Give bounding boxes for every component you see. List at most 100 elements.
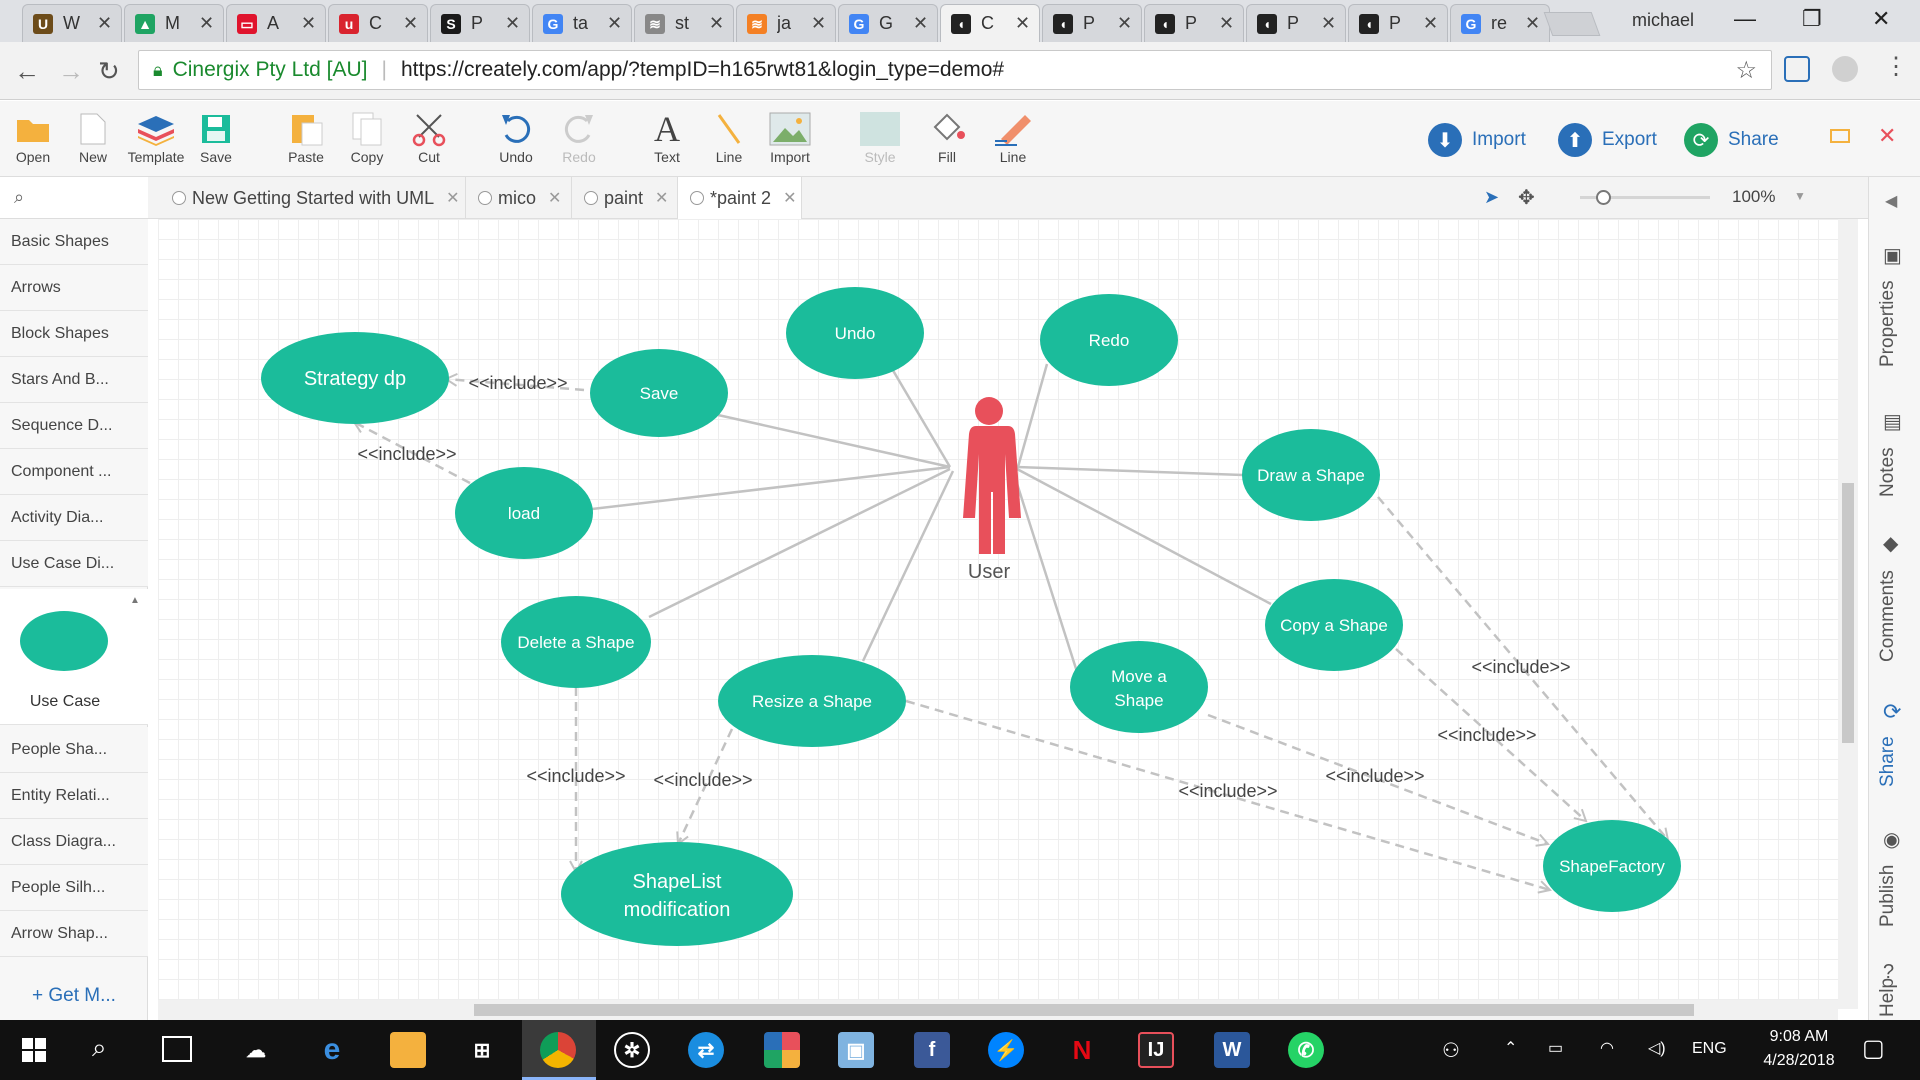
cut-button[interactable]: Cut <box>399 109 459 173</box>
library-category[interactable]: Entity Relati... <box>0 773 148 819</box>
undo-button[interactable]: Undo <box>486 109 546 173</box>
browser-tab[interactable]: ◖C✕ <box>940 4 1040 42</box>
library-category[interactable]: Arrows <box>0 265 148 311</box>
browser-tab[interactable]: ≋ja✕ <box>736 4 836 42</box>
paste-button[interactable]: Paste <box>276 109 336 173</box>
notes-tab[interactable]: Notes <box>1877 447 1898 497</box>
browser-tab[interactable]: ◖P✕ <box>1246 4 1346 42</box>
scroll-up-icon[interactable]: ▲ <box>130 595 140 606</box>
vertical-scrollbar[interactable] <box>1838 219 1858 1009</box>
close-window-icon[interactable]: ✕ <box>1872 6 1891 31</box>
use-case-shapelist[interactable] <box>561 842 793 946</box>
close-tab-icon[interactable]: ✕ <box>446 190 460 207</box>
close-tab-icon[interactable]: ✕ <box>505 13 521 33</box>
browser-tab[interactable]: ▲M✕ <box>124 4 224 42</box>
library-search-input[interactable] <box>46 185 138 211</box>
horizontal-scrollbar[interactable] <box>158 1000 1838 1020</box>
pan-tool-icon[interactable]: ✥ <box>1518 187 1535 209</box>
intellij-icon[interactable]: IJ <box>1138 1032 1174 1068</box>
redo-button[interactable]: Redo <box>549 109 609 173</box>
use-case-move[interactable] <box>1070 641 1208 733</box>
chrome-icon[interactable] <box>540 1032 576 1068</box>
minimize-icon[interactable]: — <box>1734 6 1756 31</box>
volume-icon[interactable]: ◁) <box>1648 1040 1666 1057</box>
bookmark-star-icon[interactable]: ☆ <box>1735 56 1757 84</box>
browser-tab[interactable]: ◖P✕ <box>1348 4 1448 42</box>
soundcloud-icon[interactable]: ☁ <box>246 1039 266 1062</box>
close-tab-icon[interactable]: ✕ <box>811 13 827 33</box>
close-tab-icon[interactable]: ✕ <box>783 190 797 207</box>
library-category[interactable]: Arrow Shap... <box>0 911 148 957</box>
task-view-icon[interactable] <box>162 1036 192 1062</box>
close-tab-icon[interactable]: ✕ <box>913 13 929 33</box>
open-button[interactable]: Open <box>3 109 63 173</box>
library-category[interactable]: People Silh... <box>0 865 148 911</box>
doc-tab[interactable]: mico✕ <box>466 177 572 219</box>
use-case-redo[interactable] <box>1040 294 1178 386</box>
get-more-link[interactable]: + Get M... <box>32 985 116 1006</box>
back-icon[interactable]: ← <box>14 56 40 86</box>
zoom-slider[interactable] <box>1580 190 1710 205</box>
properties-tab[interactable]: Properties <box>1877 280 1898 367</box>
use-case-resize[interactable] <box>718 655 906 747</box>
close-tab-icon[interactable]: ✕ <box>1219 13 1235 33</box>
whatsapp-icon[interactable]: ✆ <box>1288 1032 1324 1068</box>
zoom-level[interactable]: 100% <box>1732 187 1776 206</box>
browser-tab[interactable]: ◖P✕ <box>1042 4 1142 42</box>
file-explorer-icon[interactable] <box>390 1032 426 1068</box>
close-tab-icon[interactable]: ✕ <box>548 190 562 207</box>
close-tab-icon[interactable]: ✕ <box>1525 13 1541 33</box>
browser-tab[interactable]: ▭A✕ <box>226 4 326 42</box>
close-tab-icon[interactable]: ✕ <box>709 13 725 33</box>
browser-tab[interactable]: ≋st✕ <box>634 4 734 42</box>
taskbar-search-icon[interactable]: ⌕ <box>92 1032 107 1062</box>
profile-name[interactable]: michael <box>1632 10 1695 30</box>
doc-tab-active[interactable]: *paint 2✕ <box>678 177 802 219</box>
app-grid-icon[interactable] <box>764 1032 800 1068</box>
library-category[interactable]: Class Diagra... <box>0 819 148 865</box>
use-case-delete[interactable] <box>501 596 651 688</box>
fill-button[interactable]: Fill <box>917 109 977 173</box>
close-tab-icon[interactable]: ✕ <box>97 13 113 33</box>
forward-icon[interactable]: → <box>58 56 84 86</box>
zoom-dropdown-icon[interactable]: ▼ <box>1794 189 1806 203</box>
zoom-slider-handle[interactable] <box>1596 190 1611 205</box>
library-category[interactable]: Activity Dia... <box>0 495 148 541</box>
wifi-icon[interactable]: ◠ <box>1600 1040 1614 1057</box>
close-tab-icon[interactable]: ✕ <box>1321 13 1337 33</box>
notification-icon[interactable]: ▢ <box>1862 1035 1885 1062</box>
save-button[interactable]: Save <box>186 109 246 173</box>
close-tab-icon[interactable]: ✕ <box>655 190 669 207</box>
close-tab-icon[interactable]: ✕ <box>1117 13 1133 33</box>
extension-2-icon[interactable] <box>1832 56 1858 82</box>
library-category[interactable]: Sequence D... <box>0 403 148 449</box>
close-tab-icon[interactable]: ✕ <box>403 13 419 33</box>
menu-icon[interactable]: ⋮ <box>1884 53 1908 80</box>
use-case-draw[interactable] <box>1242 429 1380 521</box>
clock-time[interactable]: 9:08 AM <box>1769 1028 1829 1045</box>
app-icon[interactable]: ✲ <box>614 1032 650 1068</box>
close-panel-icon[interactable]: ✕ <box>1878 123 1897 148</box>
people-icon[interactable]: ⚇ <box>1442 1040 1460 1062</box>
library-category[interactable]: Component ... <box>0 449 148 495</box>
template-button[interactable]: Template <box>126 109 186 173</box>
word-icon[interactable]: W <box>1214 1032 1250 1068</box>
language-indicator[interactable]: ENG <box>1692 1040 1727 1057</box>
close-tab-icon[interactable]: ✕ <box>301 13 317 33</box>
new-button[interactable]: New <box>63 109 123 173</box>
library-category[interactable]: Basic Shapes <box>0 219 148 265</box>
restore-icon[interactable]: ❐ <box>1802 6 1822 31</box>
facebook-icon[interactable]: f <box>914 1032 950 1068</box>
library-search[interactable]: ⌕ <box>0 177 148 219</box>
new-tab-button[interactable] <box>1543 12 1601 36</box>
share-button[interactable]: ⟳ Share <box>1684 123 1779 157</box>
use-case-undo[interactable] <box>786 287 924 379</box>
fullscreen-icon[interactable] <box>1830 129 1850 143</box>
actor-user[interactable] <box>963 397 1021 554</box>
library-category[interactable]: Block Shapes <box>0 311 148 357</box>
pointer-tool-icon[interactable]: ➤ <box>1484 187 1500 207</box>
diagram-canvas[interactable]: User Strategy dp Save Undo Redo load Dra… <box>158 219 1838 1009</box>
